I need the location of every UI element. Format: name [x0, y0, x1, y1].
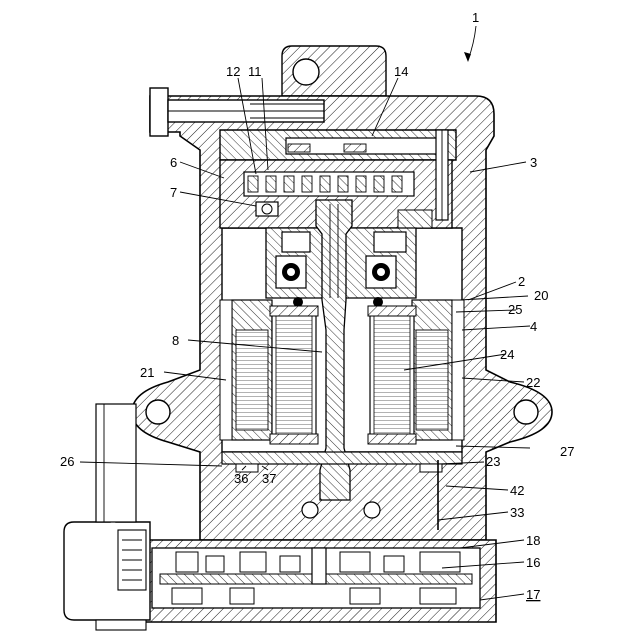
discharge-chamber — [220, 130, 456, 160]
callout-label-25: 25 — [508, 302, 522, 317]
callout-label-24: 24 — [500, 347, 514, 362]
callout-label-22: 22 — [526, 375, 540, 390]
callout-label-12: 12 — [226, 64, 240, 79]
callout-label-37: 37 — [262, 471, 276, 486]
callout-label-3: 3 — [530, 155, 537, 170]
callout-label-21: 21 — [140, 365, 154, 380]
callout-label-42: 42 — [510, 483, 524, 498]
callout-label-11: 11 — [248, 64, 262, 79]
callout-label-8: 8 — [172, 333, 179, 348]
callout-label-33: 33 — [510, 505, 524, 520]
connector-box — [64, 404, 150, 630]
callout-label-26: 26 — [60, 454, 74, 469]
callout-label-7: 7 — [170, 185, 177, 200]
callout-label-27: 27 — [560, 444, 574, 459]
callout-label-14: 14 — [394, 64, 408, 79]
callout-label-4: 4 — [530, 319, 537, 334]
callout-label-17: 17 — [526, 587, 540, 602]
figure-number-arrow — [464, 26, 476, 62]
figure-number: 1 — [472, 10, 479, 25]
callout-label-20: 20 — [534, 288, 548, 303]
callout-label-36: 36 — [234, 471, 248, 486]
callout-label-6: 6 — [170, 155, 177, 170]
callout-label-23: 23 — [486, 454, 500, 469]
callout-label-16: 16 — [526, 555, 540, 570]
callout-label-18: 18 — [526, 533, 540, 548]
inverter-housing — [132, 540, 496, 622]
callout-label-2: 2 — [518, 274, 525, 289]
top-mounting-lug — [282, 46, 386, 96]
